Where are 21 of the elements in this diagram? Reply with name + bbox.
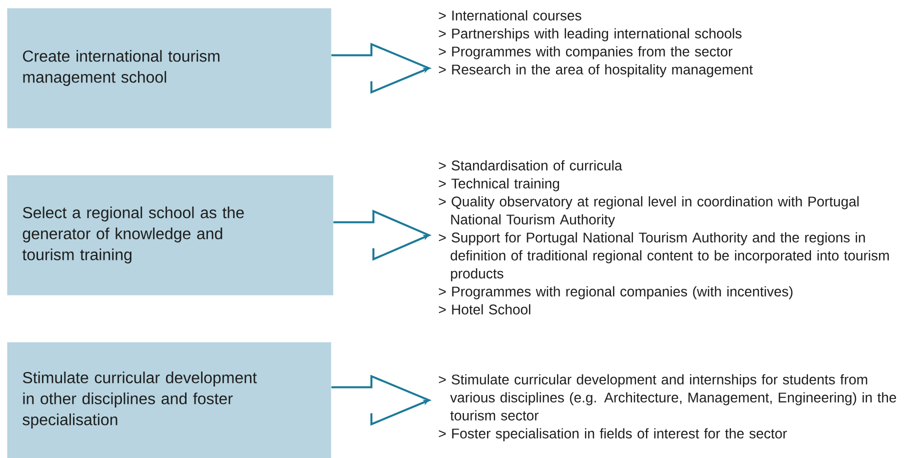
bullet-item: > Standardisation of curricula: [438, 160, 622, 170]
bullet-item: > Programmes with companies from the sector: [438, 46, 732, 60]
goal-box: [7, 175, 334, 296]
bullet-item: > Foster specialisation in fields of interest for the sector: [438, 428, 787, 442]
bullet-item: > Research in the area of hospitality management: [438, 64, 753, 78]
outline-arrow: [331, 374, 432, 426]
bullet-item: > Partnerships with leading international schools: [438, 28, 742, 42]
bullet-item: > Support for Portugal National Tourism Authority and the regions in definition of traditional regional content to be incorporated into tourism products: [438, 232, 889, 282]
goal-box: [7, 8, 332, 128]
bullet-item: > Stimulate curricular development and internships for students from various disciplines (e.g. Architecture, Management, Engineering) in the tourism sector: [438, 374, 896, 420]
bullet-item: > Quality observatory at regional level in coordination with Portugal National Tourism Authority: [438, 196, 859, 228]
outline-arrow: [333, 210, 432, 261]
bullet-item: > International courses: [438, 10, 582, 20]
goal-box: [7, 342, 332, 458]
box-text: Stimulate curricular development in other disciplines and foster specialisation: [22, 372, 257, 428]
bullet-item: > Technical training: [438, 178, 560, 192]
bullet-item: > Programmes with regional companies (with incentives): [438, 286, 792, 300]
box-text: Select a regional school as the generator of knowledge and tourism training: [22, 206, 244, 264]
box-text: Create international tourism management school: [23, 50, 220, 86]
bullet-item: > Hotel School: [438, 304, 530, 314]
outline-arrow: [331, 42, 432, 94]
